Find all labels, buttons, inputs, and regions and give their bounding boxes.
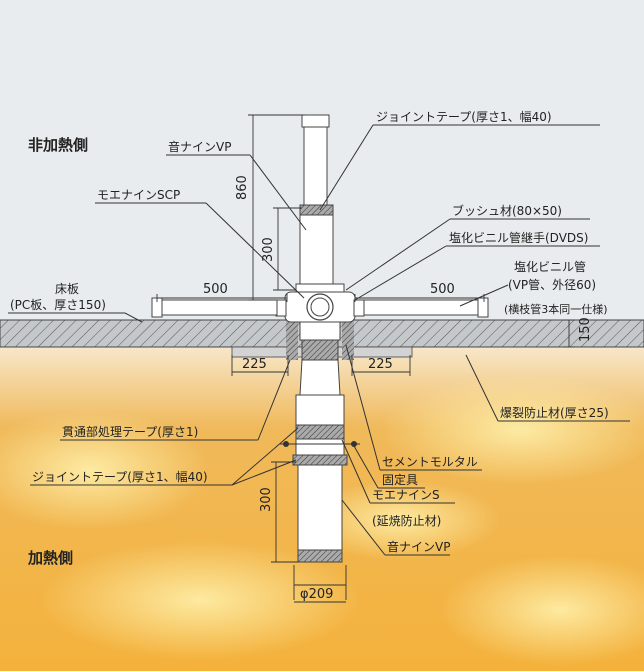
dimension-lines xyxy=(156,114,575,603)
fire-stop-band xyxy=(295,424,345,440)
pvc-fitting xyxy=(275,283,365,341)
heated-side-label: 加熱側 xyxy=(27,549,73,567)
dim-225-left: 225 xyxy=(242,357,267,372)
label-pvc-fitting: 塩化ビニル管継手(DVDS) xyxy=(449,230,588,245)
dim-225-right: 225 xyxy=(368,357,393,372)
non-heated-side-label: 非加熱側 xyxy=(28,136,88,154)
label-floor-line1: 床板 xyxy=(55,282,79,296)
mortar-left xyxy=(286,320,298,360)
label-joint-tape-top: ジョイントテープ(厚さ1、幅40) xyxy=(376,109,552,124)
dim-860: 860 xyxy=(235,175,250,200)
mortar-right xyxy=(342,320,354,360)
label-pvc-pipe-line2: (VP管、外径60) xyxy=(508,277,596,292)
dim-500-right: 500 xyxy=(430,282,455,297)
label-oto-nine-vp-top: 音ナインVP xyxy=(168,139,231,154)
label-spall-protection: 爆裂防止材(厚さ25) xyxy=(500,405,609,420)
label-joint-tape-bottom: ジョイントテープ(厚さ1、幅40) xyxy=(32,469,208,484)
dim-500-left: 500 xyxy=(203,282,228,297)
label-penetration-tape: 貫通部処理テープ(厚さ1) xyxy=(62,424,198,439)
lower-pipe-assembly xyxy=(280,339,360,563)
dim-150: 150 xyxy=(578,317,593,342)
label-cement-mortar: セメントモルタル xyxy=(382,455,478,469)
label-floor-line2: (PC板、厚さ150) xyxy=(10,298,106,312)
dim-300-top: 300 xyxy=(261,237,276,262)
horizontal-branch-pipes xyxy=(151,297,489,318)
dim-300-bottom: 300 xyxy=(259,487,274,512)
label-fixture: 固定具 xyxy=(382,472,418,487)
joint-tape-lower xyxy=(292,454,348,466)
leader-lines xyxy=(8,124,630,556)
label-bush-material: ブッシュ材(80×50) xyxy=(452,203,562,218)
label-pvc-pipe-line3: (横枝管3本同一仕様) xyxy=(504,302,608,316)
flame-texture xyxy=(0,375,644,665)
label-oto-nine-vp-bottom: 音ナインVP xyxy=(387,539,450,554)
upper-vertical-pipe xyxy=(299,114,334,291)
dim-phi209: φ209 xyxy=(300,587,333,602)
label-pvc-pipe-line1: 塩化ビニル管 xyxy=(514,259,586,274)
label-moe-nine-scp: モエナインSCP xyxy=(97,188,180,202)
label-moe-nine-s: モエナインS xyxy=(372,488,440,502)
label-fire-stop: (延焼防止材) xyxy=(372,513,441,528)
